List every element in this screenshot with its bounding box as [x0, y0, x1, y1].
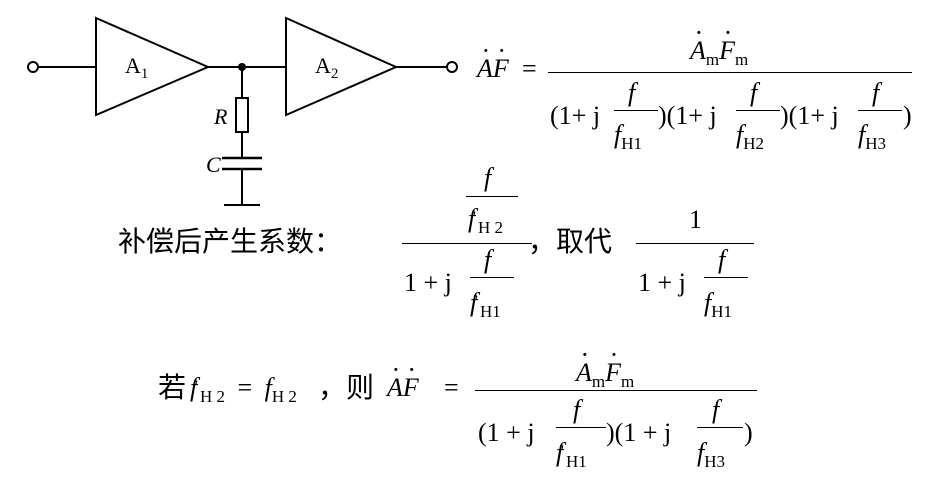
row3-numerator: AmFm	[576, 360, 634, 391]
row2-right-den: fH1	[704, 288, 733, 321]
resistor-r	[235, 97, 249, 133]
eq1-den-fh1: fH1	[614, 120, 643, 153]
row2-top-den: f'H 2	[468, 204, 503, 237]
row2-bottom-prefix: 1 + j	[404, 268, 452, 297]
junction-dot	[238, 63, 246, 71]
row2-right-inner-bar	[704, 277, 748, 278]
eq1-den-open: (1+ j	[550, 101, 601, 130]
row3-den-bar2	[697, 427, 743, 428]
then-text: ，则	[318, 371, 375, 404]
row2-bottom-bar	[470, 277, 514, 278]
amplifier-a2	[285, 16, 399, 117]
eq1-lhs: AF	[477, 56, 509, 82]
eq1-den-bar1	[614, 110, 658, 111]
circuit-diagram: A1 A2 R C	[27, 16, 458, 206]
compensation-label: 补偿后产生系数：	[118, 225, 343, 258]
row2-right-bar	[636, 243, 754, 244]
if-text: 若	[158, 371, 187, 404]
eq1-den-fh3: fH3	[858, 120, 887, 153]
row2-top-inner-bar	[466, 196, 518, 197]
row3-equals: =	[444, 373, 459, 402]
eq1-den-mid2: )(1+ j	[780, 101, 839, 130]
row3-den-mid: )(1 + j	[606, 418, 672, 447]
eq1-den-fh2: fH2	[736, 120, 765, 153]
amp2-label: A2	[315, 53, 338, 82]
resistor-label: R	[213, 104, 228, 129]
eq1-den-mid1: )(1+ j	[658, 101, 717, 130]
row3-lhs: AF	[387, 375, 419, 401]
row3-fraction-bar	[475, 390, 757, 391]
eq1-den-f2: f	[750, 78, 758, 107]
row2-right-prefix: 1 + j	[638, 268, 686, 297]
eq1-equals: =	[522, 54, 537, 83]
amp1-label: A1	[125, 53, 148, 82]
row2-bottom-den: f'H1	[470, 288, 501, 321]
eq1-den-bar2	[736, 110, 780, 111]
row2-right-one: 1	[689, 205, 702, 234]
row2-main-bar	[402, 243, 532, 244]
row2-bottom-num: f	[484, 245, 492, 274]
row3-den-open: (1 + j	[478, 418, 535, 447]
row2-right-num: f	[718, 245, 726, 274]
row3-den-fh3: fH3	[697, 438, 726, 471]
eq1-numerator: AmFm	[690, 38, 748, 69]
eq1-den-f1: f	[628, 78, 636, 107]
eq1-fraction-bar	[548, 72, 912, 73]
replace-text: ，取代	[528, 225, 613, 258]
amplifier-a1	[95, 16, 211, 117]
row3-den-fh1: f'H1	[556, 438, 587, 471]
eq1-den-end: )	[903, 101, 912, 130]
eq1-den-bar3	[858, 110, 902, 111]
row2-top-num: f	[484, 163, 492, 192]
eq1-den-f3: f	[872, 78, 880, 107]
row3-den-f1: f	[573, 395, 581, 424]
row3-den-end: )	[744, 418, 753, 447]
input-terminal	[27, 61, 39, 73]
row3-den-f2: f	[712, 395, 720, 424]
row3-condition: f'H 2 = fH 2	[190, 373, 297, 406]
output-terminal	[446, 61, 458, 73]
row3-den-bar1	[556, 427, 606, 428]
capacitor-label: C	[206, 152, 221, 177]
